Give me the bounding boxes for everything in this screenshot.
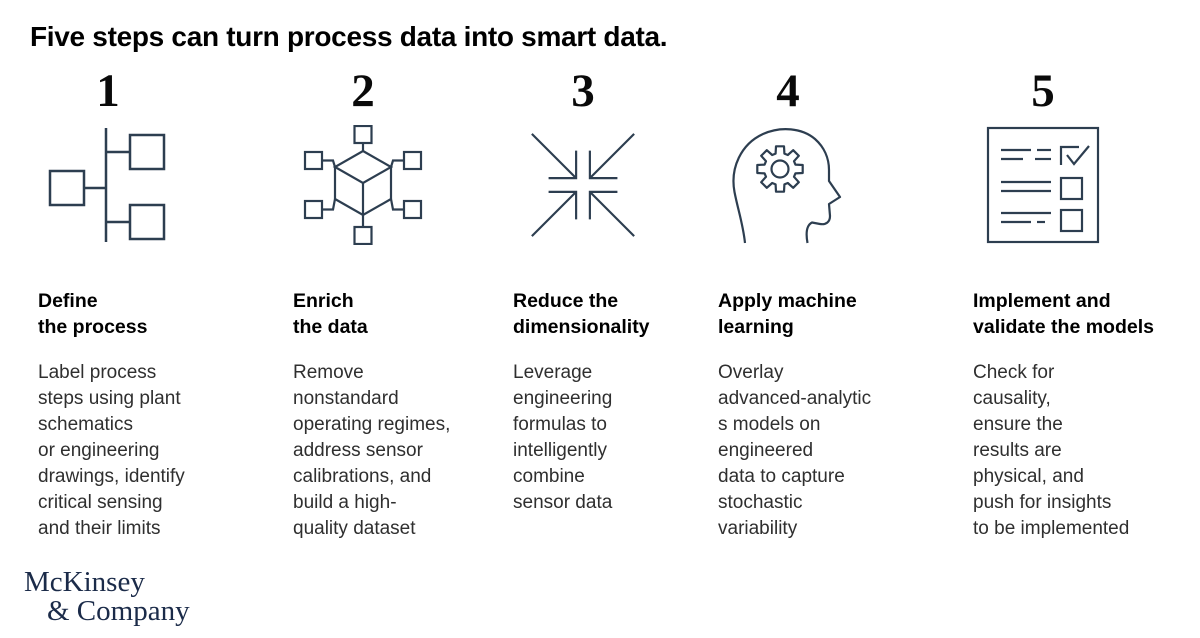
step-column-4: 4 Apply machine learning Overlay advance… <box>718 62 944 542</box>
step-figure: 5 <box>973 62 1113 246</box>
step-number: 1 <box>96 65 120 117</box>
step-figure: 3 <box>513 62 653 246</box>
step-number: 3 <box>571 65 595 117</box>
step-heading: Reduce the dimensionality <box>513 290 650 338</box>
logo-line-1: McKinsey <box>24 566 145 598</box>
step-body: Check for causality, ensure the results … <box>973 362 1130 539</box>
step-body: Label process steps using plant schemati… <box>38 362 185 539</box>
step-column-1: 1 Define the process Label process steps… <box>38 62 270 542</box>
step-body: Leverage engineering formulas to intelli… <box>513 362 613 513</box>
step-body: Overlay advanced-analytic s models on en… <box>718 362 872 539</box>
logo-line-2: & Company <box>47 595 190 627</box>
mckinsey-logo: McKinsey & Company <box>24 568 190 626</box>
step-column-2: 2 <box>293 62 505 542</box>
step-column-3: 3 Reduce the dimensionality Leverage eng… <box>513 62 709 516</box>
checklist-icon <box>983 124 1103 246</box>
step-column-5: 5 Implement and validate the models <box>973 62 1189 542</box>
step-body: Remove nonstandard operating regimes, ad… <box>293 362 451 539</box>
converge-arrows-icon <box>524 124 642 246</box>
step-number: 5 <box>1031 65 1055 117</box>
step-heading: Define the process <box>38 290 148 338</box>
data-cube-network-icon <box>303 124 423 246</box>
step-number: 4 <box>776 65 800 117</box>
step-heading: Enrich the data <box>293 290 368 338</box>
step-heading: Apply machine learning <box>718 290 857 338</box>
step-figure: 2 <box>293 62 433 246</box>
head-gear-icon <box>728 124 848 246</box>
step-figure: 1 <box>38 62 178 246</box>
step-figure: 4 <box>718 62 858 246</box>
process-tree-icon <box>48 124 168 246</box>
step-heading: Implement and validate the models <box>973 290 1154 338</box>
page-title: Five steps can turn process data into sm… <box>30 20 668 52</box>
step-number: 2 <box>351 65 375 117</box>
